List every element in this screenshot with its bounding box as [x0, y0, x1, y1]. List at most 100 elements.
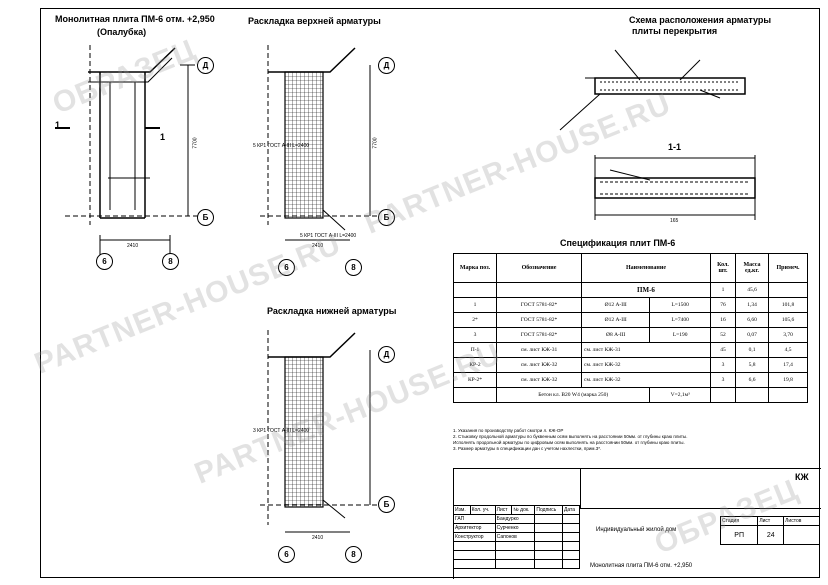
tb-stage: РП	[719, 525, 759, 545]
dim-formwork-horizontal: 2410	[127, 243, 139, 249]
cell-doc: ГОСТ 5781-82*	[496, 297, 582, 313]
cut-label-left: 1	[55, 120, 61, 130]
section-1-1	[594, 155, 756, 220]
cell-mass: 6,6	[735, 372, 769, 388]
dim-top-horizontal: 2410	[312, 243, 324, 249]
tb-header: Изм.	[453, 505, 471, 515]
tb-header: № док.	[511, 505, 536, 515]
cell-note: 4,5	[768, 342, 808, 358]
spec-footer-volume: V=2,1м³	[649, 387, 711, 403]
tb-header: Кол. уч.	[469, 505, 496, 515]
tb-sheets-header: Листов	[783, 516, 820, 526]
cell-name: Ø12 А-III	[580, 312, 651, 328]
axis-6-formwork: 6	[96, 253, 113, 270]
cell-name: см. лист КЖ-31	[581, 342, 711, 358]
table-row: 3 ГОСТ 5781-82* Ø8 А-III L=190 52 0,07 3…	[453, 327, 808, 343]
tb-header: Дата	[561, 505, 581, 515]
section-label: 1-1	[668, 142, 682, 152]
cell-qty: 3	[710, 357, 736, 373]
callout-bottom: 5 КР1 ГОСТ А-III L=2400	[300, 233, 357, 239]
table-row: 2* ГОСТ 5781-82* Ø12 А-III L=7400 16 6,6…	[453, 312, 808, 328]
dim-formwork-vertical: 7700	[192, 137, 199, 149]
scheme-title: Схема расположения арматуры	[629, 15, 772, 25]
tb-header: Лист	[494, 505, 513, 515]
top-rebar-plan	[260, 45, 380, 241]
cell-pos: 1	[453, 297, 497, 313]
cell-name: см. лист КЖ-32	[581, 372, 711, 388]
cell-note: 3,70	[768, 327, 808, 343]
axis-d-top: Д	[378, 57, 395, 74]
cell-name: см. лист КЖ-32	[581, 357, 711, 373]
scheme-subtitle: плиты перекрытия	[632, 26, 718, 36]
dim-bottom-horizontal: 2410	[312, 535, 324, 541]
cell-doc: см. лист КЖ-32	[496, 372, 582, 388]
cell-qty: 16	[710, 312, 736, 328]
axis-b-top: Б	[378, 209, 395, 226]
cell-mass: 0,1	[735, 342, 769, 358]
spec-header: Марка поз.	[453, 253, 497, 283]
spec-header: Кол. шт.	[710, 253, 736, 283]
spec-group-mass: 45,6	[735, 282, 769, 298]
formwork-plan	[55, 45, 200, 260]
table-row: П-1 см. лист КЖ-31 см. лист КЖ-31 45 0,1…	[453, 342, 808, 358]
tb-header: Подпись	[534, 505, 563, 515]
cell-mass: 1,34	[735, 297, 769, 313]
bottom-rebar-title: Раскладка нижней арматуры	[267, 306, 397, 316]
cell-name: Ø8 А-III	[580, 327, 651, 343]
cell-doc: ГОСТ 5781-82*	[496, 312, 582, 328]
cell-name: Ø12 А-III	[580, 297, 651, 313]
axis-8-top: 8	[345, 259, 362, 276]
axis-8-formwork: 8	[162, 253, 179, 270]
cell-note: 101,8	[768, 297, 808, 313]
axis-6-bottom: 6	[278, 546, 295, 563]
callout-bottom2: 3 КР1 ГОСТ А-III L=2400	[253, 428, 310, 434]
spec-header: Обозначение	[496, 253, 582, 283]
tb-role: Архитектор	[453, 523, 496, 533]
project-name: Индивидуальный жилой дом	[596, 527, 677, 533]
notes: 1. Указания по производству работ смотри…	[453, 428, 813, 452]
top-rebar-title: Раскладка верхней арматуры	[248, 16, 381, 26]
spec-group-qty: 1	[710, 282, 736, 298]
cell-qty: 3	[710, 372, 736, 388]
cell-qty: 45	[710, 342, 736, 358]
spec-title: Спецификация плит ПМ-6	[560, 238, 676, 248]
tb-person: Бандурко	[494, 514, 536, 524]
table-row: 1 ГОСТ 5781-82* Ø12 А-III L=1500 76 1,34…	[453, 297, 808, 313]
cut-label-right: 1	[160, 132, 166, 142]
axis-d-formwork: Д	[197, 57, 214, 74]
table-row: Бетон кл. В20 W4 (марка 250) V=2,1м³	[453, 387, 808, 403]
table-row: КР-2* см. лист КЖ-32 см. лист КЖ-32 3 6,…	[453, 372, 808, 388]
cell-doc: см. лист КЖ-32	[496, 357, 582, 373]
spec-footer-concrete: Бетон кл. В20 W4 (марка 250)	[495, 387, 651, 403]
cell-pos: 2*	[453, 312, 497, 328]
table-row: ПМ-6 1 45,6	[453, 282, 808, 298]
axis-d-bottom: Д	[378, 346, 395, 363]
cell-len: L=190	[649, 327, 711, 343]
table-row: КР-2 см. лист КЖ-32 см. лист КЖ-32 3 5,8…	[453, 357, 808, 373]
sheet-title: Монолитная плита ПМ-6 отм. +2,950	[590, 563, 693, 569]
tb-role: Конструктор	[453, 532, 496, 542]
dim-top-vertical: 7700	[372, 137, 379, 149]
rebar-scheme	[559, 49, 746, 131]
spec-table: Марка поз. Обозначение Наименование Кол.…	[453, 253, 808, 403]
axis-b-bottom: Б	[378, 496, 395, 513]
callout-top: 5 КР1 ГОСТ А-III L=2400	[253, 143, 310, 149]
tb-person: Сурченко	[494, 523, 536, 533]
cell-mass: 5,8	[735, 357, 769, 373]
spec-header: Наименование	[581, 253, 711, 283]
cell-qty: 52	[710, 327, 736, 343]
axis-b-formwork: Б	[197, 209, 214, 226]
dim-section: 165	[670, 218, 679, 224]
note-line: Исполнять продольной арматуры по цифровы…	[453, 440, 685, 445]
note-line: 2. Стыковку продольной арматуры по букве…	[453, 434, 688, 439]
cell-doc: см. лист КЖ-31	[496, 342, 582, 358]
tb-person: Сапонов	[494, 532, 536, 542]
axis-6-top: 6	[278, 259, 295, 276]
cell-note: 105,6	[768, 312, 808, 328]
spec-header: Примеч.	[768, 253, 808, 283]
drawing-code: КЖ	[795, 472, 809, 482]
drawing-sheet	[40, 8, 820, 578]
cell-mass: 0,07	[735, 327, 769, 343]
cell-len: L=7400	[649, 312, 711, 328]
